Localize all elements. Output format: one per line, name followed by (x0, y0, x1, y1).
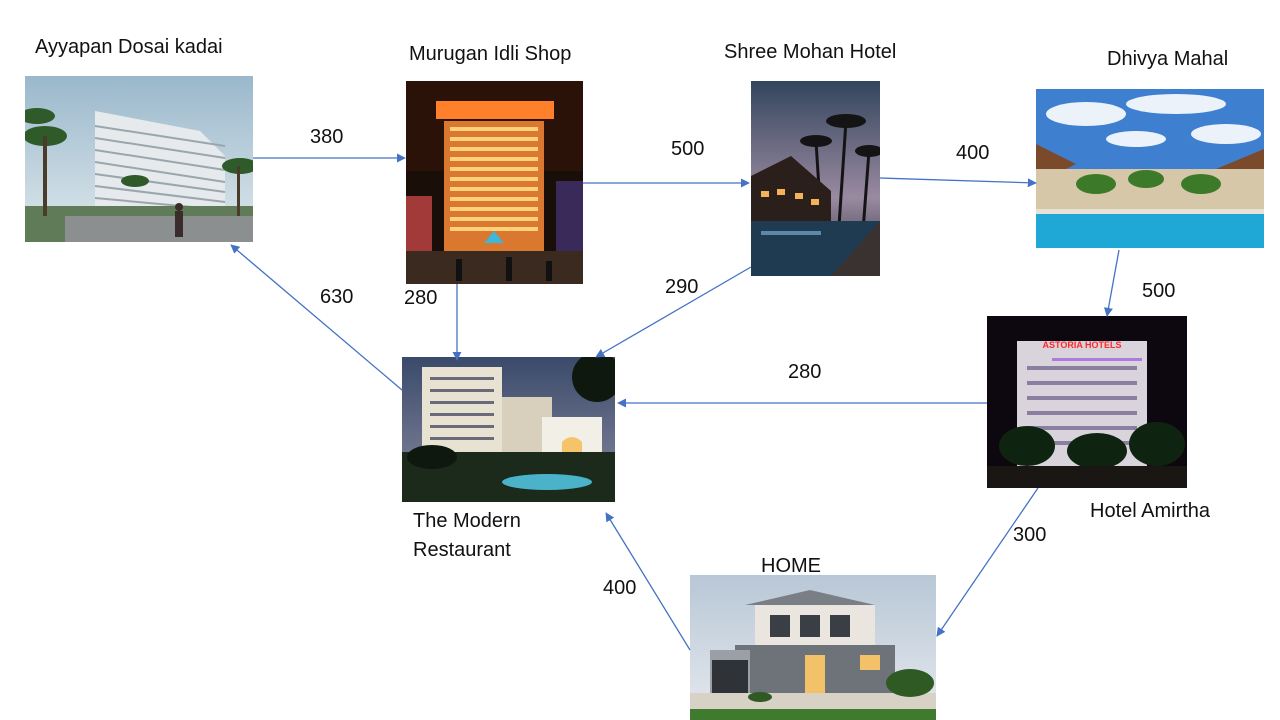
edge-weight-murugan-modern: 280 (404, 287, 438, 309)
amirtha-sign-text: ASTORIA HOTELS (1042, 340, 1121, 350)
node-photo-murugan (406, 81, 583, 284)
edge-weight-shree-dhivya: 400 (956, 142, 990, 164)
edge-arrow-amirtha-home (936, 487, 1039, 637)
node-label-amirtha: Hotel Amirtha (1090, 500, 1211, 522)
node-photo-amirtha: ASTORIA HOTELS (987, 316, 1187, 488)
edge-arrow-shree-dhivya (879, 177, 1037, 188)
node-photo-ayyapan (25, 76, 253, 242)
node-label-shree-mohan: Shree Mohan Hotel (724, 41, 897, 63)
edge-weight-murugan-shree: 500 (671, 138, 705, 160)
edge-weight-modern-ayyapan: 630 (320, 286, 354, 308)
edge-weight-amirtha-modern: 280 (788, 361, 822, 383)
node-label-murugan: Murugan Idli Shop (409, 43, 572, 65)
edge-arrow-home-modern (605, 512, 691, 651)
node-photo-shree-mohan (751, 81, 880, 276)
node-photo-modern (402, 357, 615, 502)
node-label-home: HOME (761, 555, 821, 577)
node-label-modern-line1: The Modern (413, 510, 521, 532)
edge-arrow-dhivya-amirtha (1103, 249, 1120, 317)
node-photo-home (690, 575, 936, 720)
node-label-ayyapan: Ayyapan Dosai kadai (35, 36, 223, 58)
node-label-modern-line2: Restaurant (413, 539, 511, 561)
edge-weight-amirtha-home: 300 (1013, 524, 1047, 546)
edge-weight-ayyapan-murugan: 380 (310, 126, 344, 148)
edge-arrow-shree-modern (595, 266, 752, 358)
node-photo-dhivya (1036, 89, 1264, 248)
edge-weight-home-modern: 400 (603, 577, 637, 599)
edge-weight-dhivya-amirtha: 500 (1142, 280, 1176, 302)
edge-weight-shree-modern: 290 (665, 276, 699, 298)
node-label-dhivya: Dhivya Mahal (1107, 48, 1229, 70)
edge-arrow-modern-ayyapan (230, 244, 403, 391)
